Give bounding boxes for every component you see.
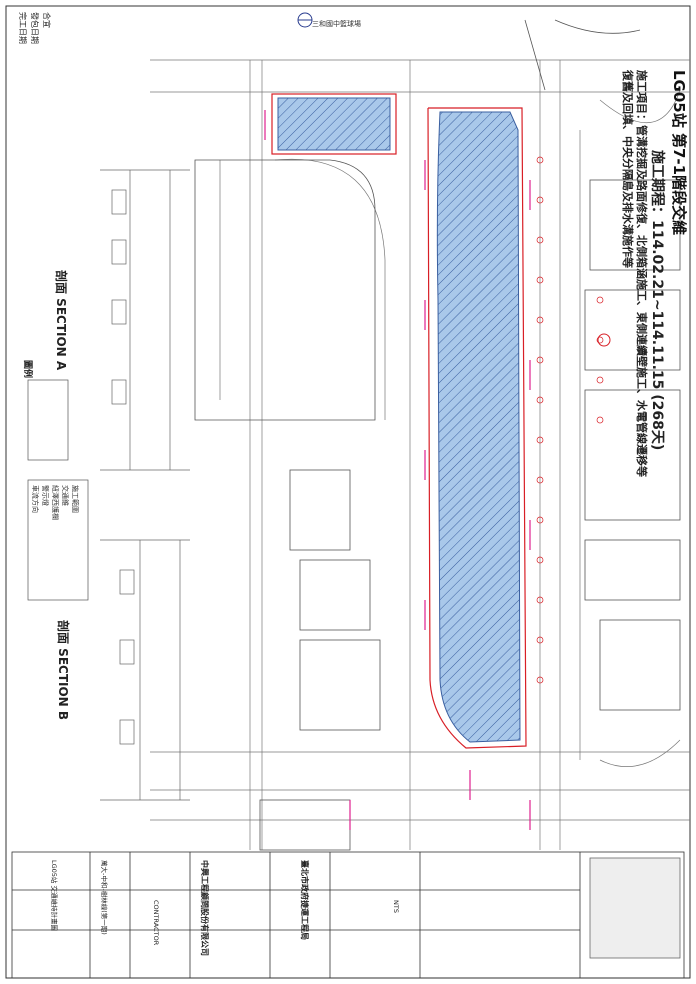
section-a-drawing xyxy=(100,169,190,471)
agency-name: 臺北市政府捷運工程局 xyxy=(300,860,309,940)
construction-period: 施工期程：114.02.21~114.11.15 (268天) xyxy=(649,150,665,451)
legend-item: 施工範圍 xyxy=(71,485,79,513)
legend-item: 交通錐 xyxy=(61,485,69,506)
traffic-cones xyxy=(536,156,604,684)
work-zone xyxy=(271,93,527,749)
flow-arrows xyxy=(264,110,531,830)
north-label: 三和國中籃球場 xyxy=(312,20,361,28)
scale-label: NTS xyxy=(392,900,400,913)
info-cell-2: 發包日期 xyxy=(30,12,39,44)
drawing-name: LG05站 交通維持計畫圖 xyxy=(50,860,58,931)
buildings xyxy=(259,19,681,851)
legend-item: 警示燈 xyxy=(41,485,49,506)
info-cell-1: 合宜 xyxy=(42,12,51,28)
section-a-label: 剖面 SECTION A xyxy=(54,270,68,371)
drawing-title: LG05站 第7-1階段交維 xyxy=(670,70,688,236)
section-b-label: 剖面 SECTION B xyxy=(56,620,70,721)
work-items-line: 施工項目：管溝挖掘及路面修復、北側箱涵施工、東側連續壁施工、水電管線遷移等 xyxy=(635,70,648,477)
legend-title: 圖例 xyxy=(22,360,32,379)
title-block-frame xyxy=(11,851,685,979)
consultant-name: 中興工程顧問股份有限公司 xyxy=(200,860,209,956)
road-lines xyxy=(150,59,690,850)
contractor-label: CONTRACTOR xyxy=(152,900,160,946)
legend-box xyxy=(27,379,89,601)
project-name: 萬大-中和-樹林線(第一期) xyxy=(100,860,108,935)
legend-item: 車流方向 xyxy=(31,485,39,513)
section-b-drawing xyxy=(100,539,190,801)
work-items-line-2: 復舊及回填、中央分隔島及排水溝施作等 xyxy=(621,70,634,268)
sports-field xyxy=(194,159,376,421)
legend-item: 紐澤西護欄 xyxy=(51,485,59,520)
north-arrow-icon xyxy=(297,12,611,347)
info-cell-3: 完工日期 xyxy=(18,12,27,44)
